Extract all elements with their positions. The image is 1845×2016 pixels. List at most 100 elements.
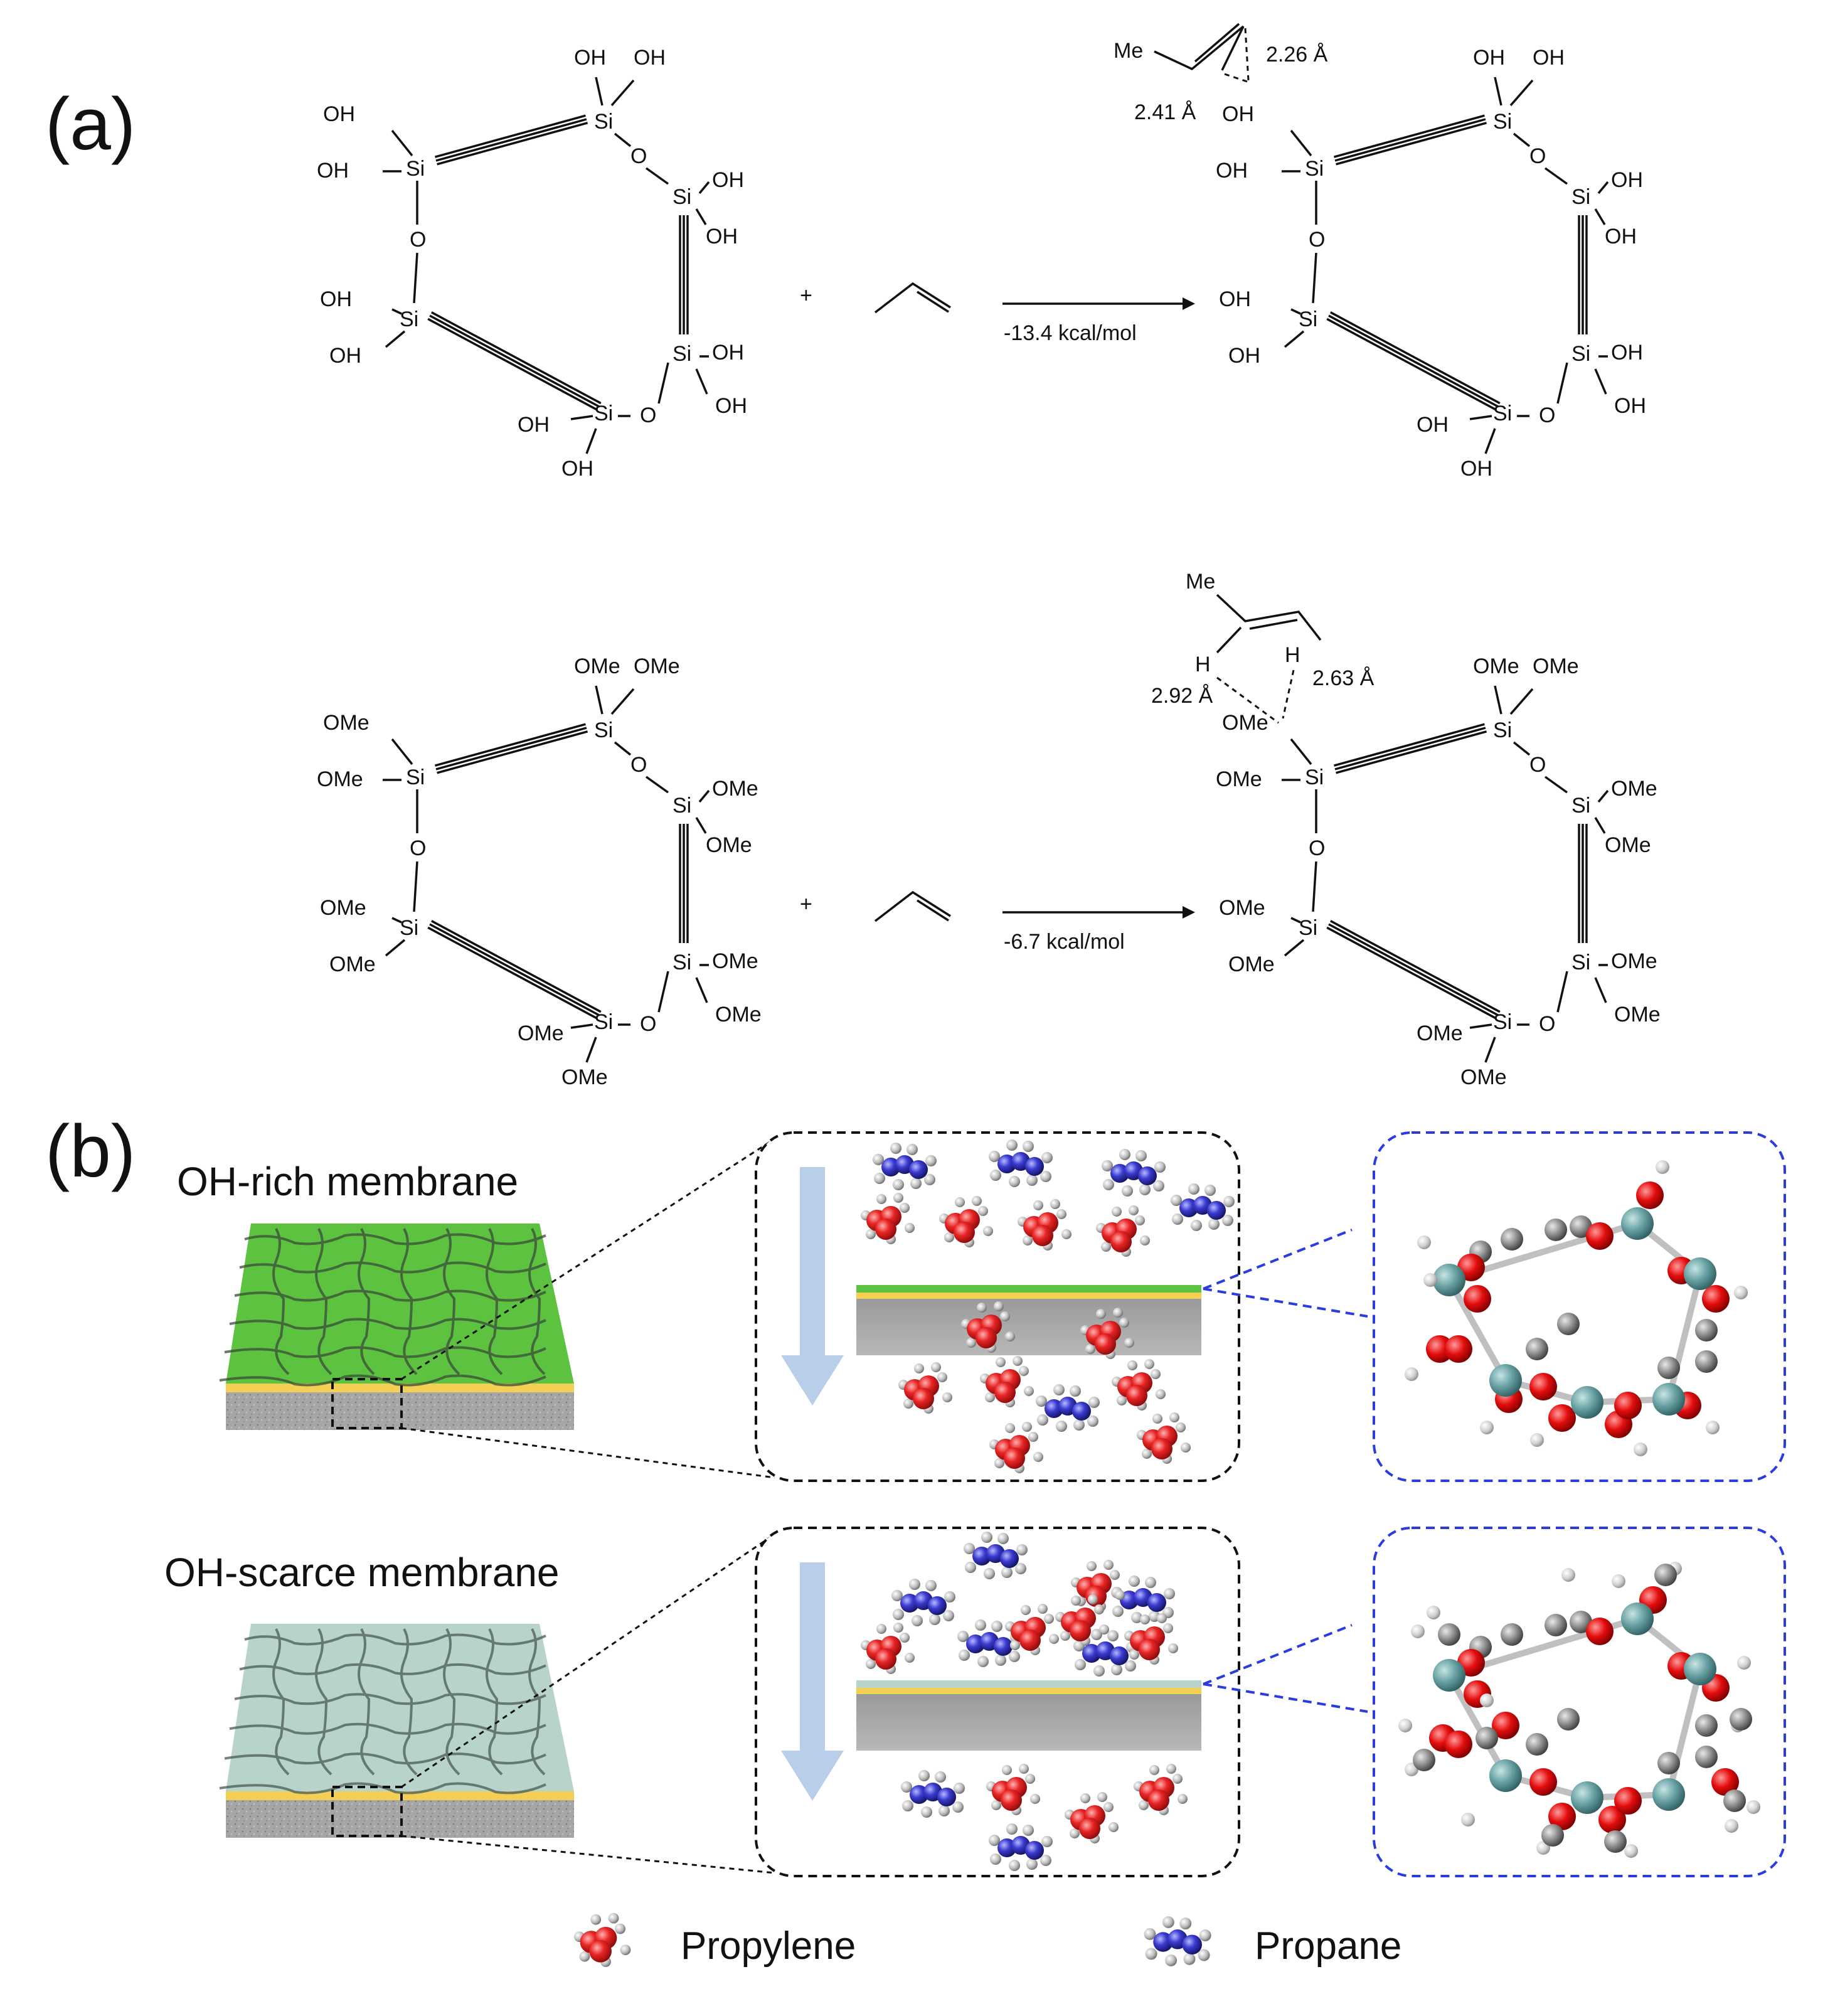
hydrogen-ball [991, 1800, 1001, 1810]
bond [391, 917, 402, 924]
oh-rich-membrane-scheme: OH-rich membrane [177, 1131, 1786, 1482]
hydrogen-ball [994, 1458, 1004, 1468]
hydrogen-ball [1145, 1577, 1156, 1588]
bond [1556, 362, 1568, 404]
gas-molecules [861, 1532, 1188, 1871]
hydrogen-ball [901, 1781, 912, 1793]
hydrogen-atom [1398, 1719, 1412, 1732]
propylene-carbon-ball [875, 1219, 896, 1240]
bond [1513, 741, 1531, 756]
hydrogen-ball [1023, 1825, 1034, 1836]
substituent: OMe [329, 952, 376, 976]
panel-support [856, 1299, 1201, 1355]
bond [427, 926, 598, 1020]
plus-sign: + [800, 284, 812, 307]
carbon-atom [1657, 1752, 1680, 1774]
hydrogen-ball [1087, 1561, 1097, 1571]
propylene-carbon-ball [1110, 1231, 1132, 1252]
hbond-1 [1244, 28, 1250, 81]
bond [695, 977, 708, 1003]
propylene-double-bond [917, 291, 949, 313]
hydrogen-ball [990, 1853, 1001, 1865]
zoom-box [331, 1786, 403, 1837]
hydrogen-ball [903, 1399, 913, 1409]
h-label: H [1285, 643, 1300, 667]
substituent: OMe [1614, 1003, 1661, 1027]
hydrogen-ball [1025, 1774, 1035, 1784]
hydrogen-atom [1624, 1844, 1638, 1858]
bond [570, 415, 593, 420]
bond [429, 314, 600, 408]
hydrogen-ball [1156, 1389, 1166, 1399]
propylene-carbon-ball [1032, 1225, 1053, 1246]
methyl-label: Me [1114, 39, 1143, 63]
bond [435, 118, 587, 162]
distance-2: 2.63 Å [1312, 666, 1374, 690]
hydrogen-ball [990, 1170, 1001, 1181]
bond [1469, 415, 1492, 420]
network-line [239, 1663, 546, 1675]
bond [1284, 330, 1305, 348]
hydrogen-ball [1183, 1953, 1196, 1965]
hbond-2 [1282, 669, 1295, 719]
hydrogen-ball [1144, 1359, 1154, 1369]
hydrogen-ball [905, 1223, 915, 1233]
oxygen-atom: O [1539, 403, 1555, 427]
hydrogen-ball [1188, 1183, 1199, 1195]
propane-carbon-ball [994, 1637, 1013, 1656]
hydrogen-ball [1178, 1794, 1188, 1804]
hydrogen-ball [1179, 1917, 1192, 1930]
propylene-carbon-ball [1019, 1629, 1041, 1651]
hydrogen-ball [1044, 1614, 1054, 1624]
hydrogen-ball [890, 1143, 901, 1154]
network-line [400, 1228, 418, 1375]
membrane-top-surface [226, 1224, 574, 1384]
bond [434, 114, 586, 158]
bond [1326, 317, 1497, 411]
hydrogen-ball [1164, 1588, 1175, 1599]
silicon-atom: Si [406, 765, 425, 789]
bond [437, 122, 588, 166]
carbon-atom [1657, 1357, 1680, 1379]
substituent: OMe [1219, 896, 1265, 920]
hydrogen-ball [1023, 1235, 1033, 1245]
propylene-carbon-ball [1070, 1620, 1091, 1641]
bond [435, 727, 587, 771]
bond [695, 368, 708, 395]
bond [431, 311, 602, 405]
bond [1336, 122, 1487, 166]
bond [610, 688, 635, 715]
oxygen-atom [1614, 1392, 1642, 1419]
hydrogen-ball [1191, 1220, 1202, 1231]
vinyl-bond [1221, 26, 1245, 71]
panel-support [856, 1694, 1201, 1751]
binding-energy: -13.4 kcal/mol [1004, 321, 1137, 345]
hydrogen-ball [1019, 1764, 1029, 1774]
propylene-carbon-ball [1148, 1789, 1169, 1811]
substituent: OMe [1533, 654, 1579, 678]
membrane-title: OH-rich membrane [177, 1159, 518, 1204]
network-line [272, 1228, 290, 1375]
bond [427, 317, 598, 411]
substituent: OH [1228, 344, 1260, 368]
hydrogen-ball [964, 1543, 975, 1554]
hydrogen-ball [1009, 1651, 1020, 1662]
hydrogen-ball [1139, 1184, 1151, 1195]
oxygen-atom: O [1309, 836, 1325, 860]
bond [1597, 181, 1609, 195]
hydrogen-ball [1080, 1793, 1090, 1803]
bond [1509, 688, 1534, 715]
network-line [486, 1628, 503, 1776]
propane-carbon-ball [909, 1160, 928, 1179]
hydrogen-ball [1056, 1209, 1066, 1219]
hydrogen-ball [1006, 1139, 1018, 1151]
ball-stick-model [1405, 1160, 1748, 1456]
oxygen-atom [1614, 1787, 1642, 1815]
bond [614, 132, 632, 147]
silicon-atom [1489, 1759, 1522, 1792]
hydrogen-ball [1129, 1576, 1140, 1587]
substituent: OMe [1228, 952, 1275, 976]
bond [1513, 132, 1531, 147]
bond [1334, 727, 1486, 771]
